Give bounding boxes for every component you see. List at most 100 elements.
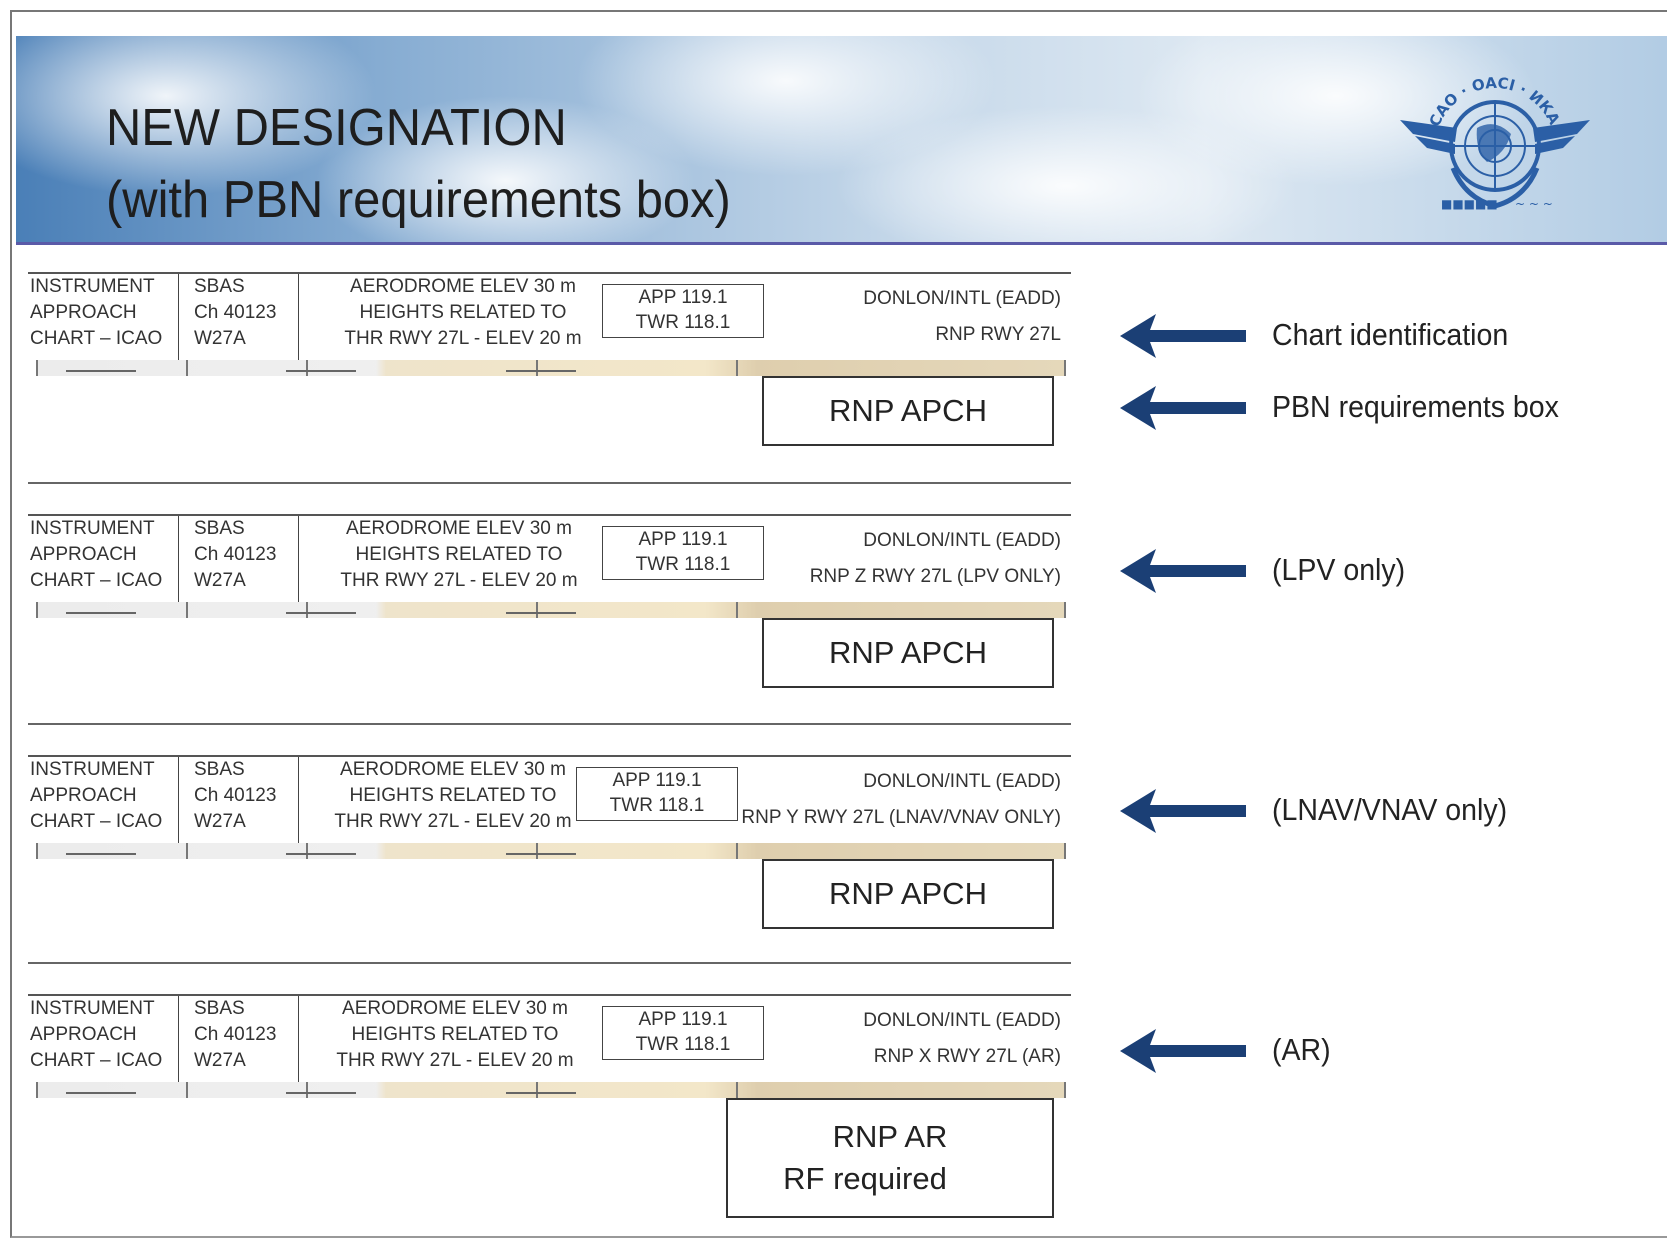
strip-tick: [736, 1082, 738, 1098]
strip-mark: [66, 612, 136, 614]
strip-tick: [36, 602, 38, 618]
column-divider: [298, 757, 299, 843]
chart-type-block-line: CHART – ICAO: [30, 570, 163, 591]
annotation-label: (AR): [1272, 1032, 1331, 1067]
frequency-line: APP 119.1: [638, 529, 728, 550]
pbn-requirement-line: RNP APCH: [829, 635, 987, 670]
chart-type-block-line: INSTRUMENT: [30, 276, 155, 297]
aerodrome-elevation-block-line: AERODROME ELEV 30 m: [342, 998, 568, 1019]
strip-tick: [186, 360, 188, 376]
sbas-channel-block-line: Ch 40123: [194, 1024, 277, 1045]
left-arrow-icon: [1120, 386, 1246, 430]
strip-mark: [286, 1092, 356, 1094]
strip-tick: [1064, 602, 1066, 618]
chart-profile-strip: [36, 602, 1066, 618]
strip-tick: [1064, 843, 1066, 859]
chart-type-block-line: APPROACH: [30, 1024, 137, 1045]
strip-tick: [1064, 1082, 1066, 1098]
chart-profile-strip: [36, 360, 1066, 376]
strip-tick: [186, 602, 188, 618]
frequency-line: APP 119.1: [638, 1009, 728, 1030]
strip-mark: [286, 853, 356, 855]
svg-text:~ ~ ~: ~ ~ ~: [1515, 197, 1553, 211]
aerodrome-name: DONLON/INTL (EADD): [863, 771, 1061, 792]
procedure-identification: RNP RWY 27L: [935, 324, 1061, 345]
left-arrow-icon: [1120, 549, 1246, 593]
column-divider: [178, 516, 179, 602]
sbas-channel-block-line: Ch 40123: [194, 544, 277, 565]
annotation-label: (LPV only): [1272, 552, 1406, 587]
frequency-line: TWR 118.1: [635, 1034, 731, 1055]
strip-mark: [66, 1092, 136, 1094]
chart-type-block-line: CHART – ICAO: [30, 328, 163, 349]
chart-separator: [28, 723, 1071, 725]
strip-tick: [36, 1082, 38, 1098]
strip-tick: [536, 602, 538, 618]
chart-profile-strip: [36, 1082, 1066, 1098]
column-divider: [298, 516, 299, 602]
strip-tick: [36, 360, 38, 376]
sbas-channel-block-line: Ch 40123: [194, 302, 277, 323]
strip-tick: [736, 843, 738, 859]
strip-tick: [536, 1082, 538, 1098]
pbn-requirement-line: RNP APCH: [829, 393, 987, 428]
chart-type-block-line: APPROACH: [30, 544, 137, 565]
strip-tick: [736, 360, 738, 376]
sbas-channel-block-line: Ch 40123: [194, 785, 277, 806]
frequency-line: TWR 118.1: [635, 312, 731, 333]
pbn-requirement-line: RNP AR: [832, 1119, 948, 1154]
chart-separator: [28, 962, 1071, 964]
strip-tick: [306, 843, 308, 859]
procedure-identification: RNP Y RWY 27L (LNAV/VNAV ONLY): [741, 807, 1061, 828]
aerodrome-elevation-block-line: AERODROME ELEV 30 m: [346, 518, 572, 539]
sbas-channel-block-line: W27A: [194, 328, 246, 349]
annotation-label: (LNAV/VNAV only): [1272, 792, 1508, 827]
chart-top-rule: [28, 994, 1071, 996]
sbas-channel-block-line: W27A: [194, 1050, 246, 1071]
chart-type-block-line: CHART – ICAO: [30, 1050, 163, 1071]
strip-tick: [306, 360, 308, 376]
frequency-line: APP 119.1: [612, 770, 702, 791]
strip-tick: [306, 602, 308, 618]
strip-tick: [536, 360, 538, 376]
strip-tick: [186, 843, 188, 859]
chart-separator: [28, 482, 1071, 484]
aerodrome-elevation-block-line: HEIGHTS RELATED TO: [355, 544, 563, 565]
sbas-channel-block-line: SBAS: [194, 518, 245, 539]
strip-mark: [286, 370, 356, 372]
sbas-channel-block-line: SBAS: [194, 998, 245, 1019]
strip-mark: [66, 370, 136, 372]
frequency-line: TWR 118.1: [609, 795, 705, 816]
chart-profile-strip: [36, 843, 1066, 859]
aerodrome-elevation-block-line: THR RWY 27L - ELEV 20 m: [344, 328, 582, 349]
column-divider: [298, 274, 299, 360]
strip-tick: [536, 843, 538, 859]
strip-mark: [286, 612, 356, 614]
strip-mark: [506, 1092, 576, 1094]
icao-logo: ICAO · OACI · ИКАО ■■■■■ ~ ~ ~: [1400, 74, 1590, 211]
chart-type-block-line: INSTRUMENT: [30, 759, 155, 780]
chart-top-rule: [28, 514, 1071, 516]
annotation-label: PBN requirements box: [1272, 389, 1559, 424]
left-arrow-icon: [1120, 314, 1246, 358]
chart-type-block-line: CHART – ICAO: [30, 811, 163, 832]
aerodrome-name: DONLON/INTL (EADD): [863, 1010, 1061, 1031]
pbn-requirement-line: RF required: [783, 1161, 947, 1196]
chart-type-block-line: INSTRUMENT: [30, 518, 155, 539]
chart-top-rule: [28, 755, 1071, 757]
pbn-requirements-box: RNP APCH: [762, 376, 1054, 446]
title-line-1: NEW DESIGNATION: [106, 99, 567, 157]
